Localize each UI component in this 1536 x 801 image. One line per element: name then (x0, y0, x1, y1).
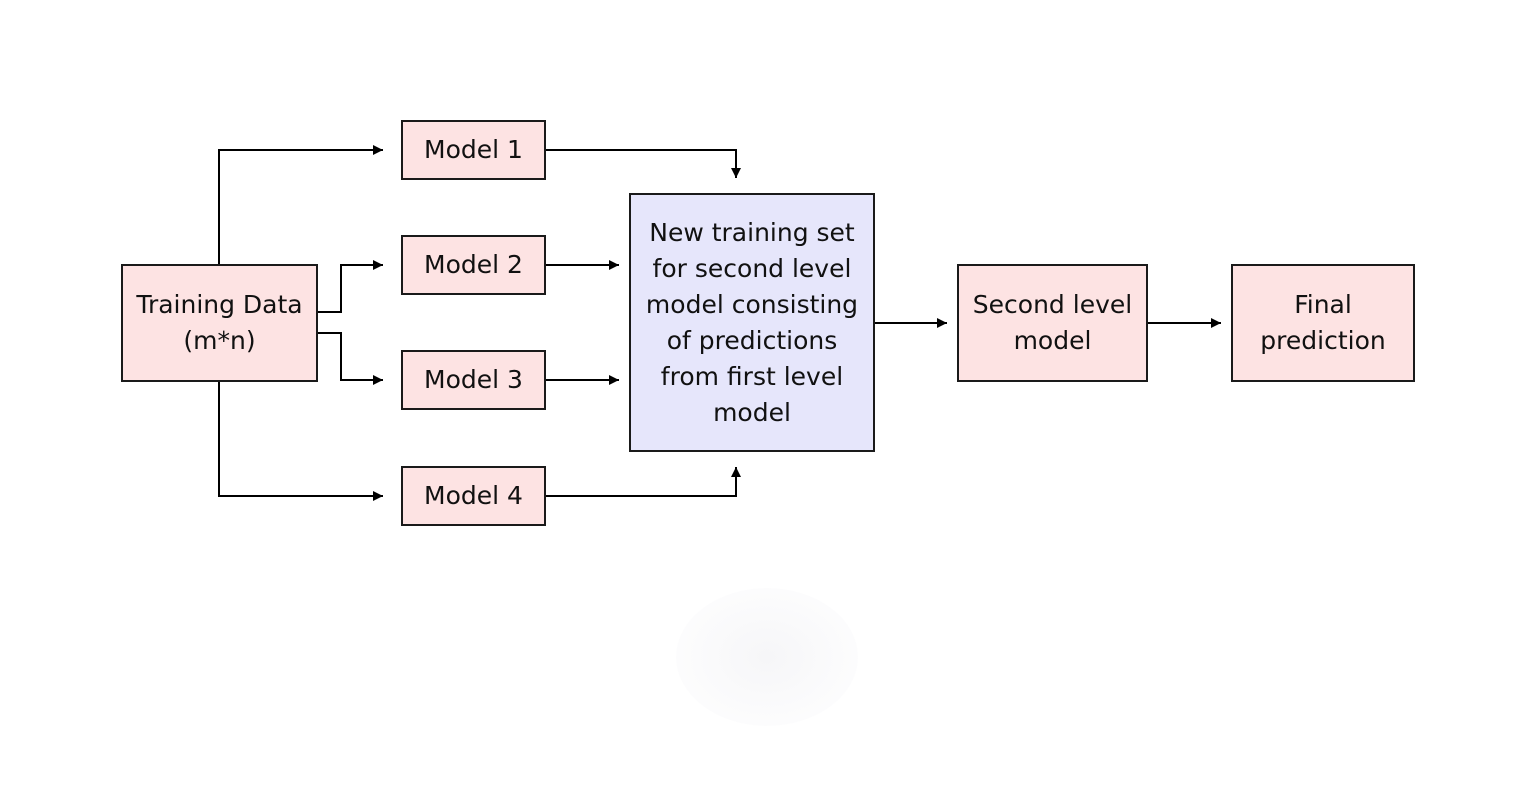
final-prediction-node: Final prediction (1231, 264, 1415, 382)
model-2-node: Model 2 (401, 235, 546, 295)
new-training-set-line-6: model (713, 397, 791, 427)
edge-training-data-to-model-3 (318, 332, 383, 385)
edge-model-1-to-new-training-set (546, 149, 741, 178)
model-4-label: Model 4 (424, 481, 523, 510)
second-level-model-node: Second level model (957, 264, 1148, 382)
training-data-label-line-2: (m*n) (183, 326, 256, 355)
training-data-label-line-1: Training Data (136, 290, 303, 319)
edge-model-4-to-new-training-set (546, 467, 741, 497)
final-prediction-line-1: Final (1294, 290, 1352, 319)
edge-training-data-to-model-1 (218, 145, 383, 264)
faint-background-smudge (676, 588, 858, 726)
model-3-node: Model 3 (401, 350, 546, 410)
model-3-label: Model 3 (424, 365, 523, 394)
second-level-model-line-1: Second level (972, 290, 1133, 319)
model-1-node: Model 1 (401, 120, 546, 180)
new-training-set-line-5: from first level (660, 361, 844, 391)
model-4-node: Model 4 (401, 466, 546, 526)
model-2-label: Model 2 (424, 250, 523, 279)
new-training-set-line-1: New training set (649, 217, 855, 247)
training-data-node: Training Data (m*n) (121, 264, 318, 382)
edge-training-data-to-model-2 (318, 260, 383, 313)
new-training-set-line-4: of predictions (666, 325, 838, 355)
second-level-model-line-2: model (1013, 326, 1092, 355)
new-training-set-line-2: for second level (652, 253, 852, 283)
model-1-label: Model 1 (424, 135, 523, 164)
new-training-set-node: New training set for second level model … (629, 193, 875, 452)
edge-training-data-to-model-4 (218, 382, 383, 501)
final-prediction-line-2: prediction (1260, 326, 1386, 355)
new-training-set-line-3: model consisting (645, 289, 859, 319)
